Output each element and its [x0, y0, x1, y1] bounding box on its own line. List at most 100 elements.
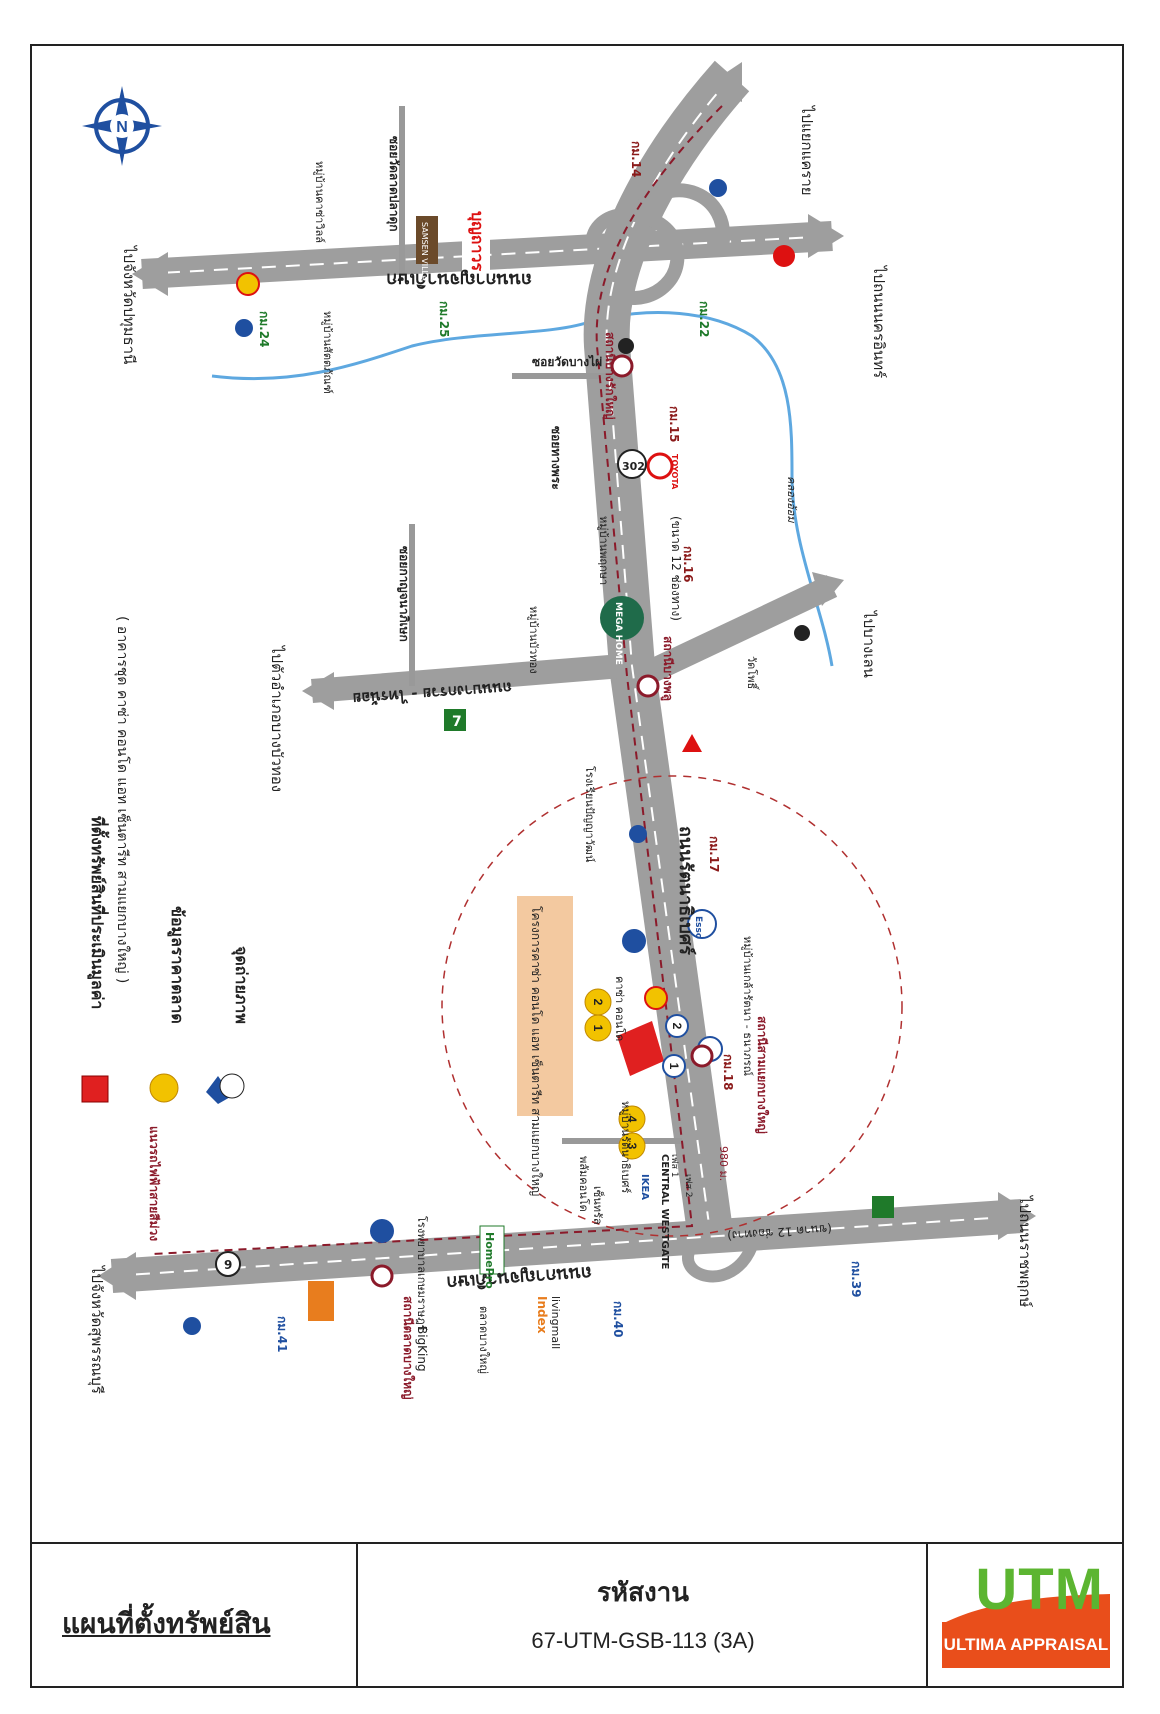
soi-label-3: ซอยวัดบางไผ่ [532, 354, 602, 369]
boonthavorn-logo [462, 206, 490, 276]
brand-ikea: IKEA [639, 1174, 650, 1200]
brand-mega-home: MEGA HOME [613, 602, 623, 665]
road-bangkruai-sainoi [302, 572, 844, 710]
station-label-3: สถานีสามแยกบางใหญ่ [755, 1016, 770, 1134]
brand-boonthavorn: บุญถาวร [467, 211, 487, 271]
direction-khae-rai: ไปแยกแคราย [798, 105, 816, 196]
photo-number: 2 [670, 1023, 684, 1030]
location-map: N [81, 60, 1036, 1399]
seven-eleven-logo-bottom [872, 1196, 894, 1218]
label-school: โรงเรียนปัญญาวัฒน์ [583, 766, 597, 863]
project-box [517, 896, 573, 1116]
km-marker-group: กม.14 กม.15 กม.16 กม.17 กม.18 กม.22 กม.2… [257, 141, 863, 1352]
gas-pump-icon-4 [183, 1317, 201, 1335]
compass-icon: N [82, 86, 162, 166]
photo-point [662, 1054, 686, 1078]
photo-point [665, 1014, 689, 1038]
brand-seven: 7 [452, 714, 462, 730]
legend-property-symbol [81, 1075, 109, 1103]
market-label-plum: พลัมคอนโด [577, 1156, 591, 1212]
metro-station-2 [636, 674, 660, 698]
label-moo-baan-7: หมู่บ้านเกล้ารัตนา - ธนาภรณ์ [741, 936, 754, 1076]
km-marker: กม.18 [721, 1054, 735, 1090]
label-phase1: เฟส 1 [669, 1154, 679, 1178]
logo-tagline: ULTIMA APPRAISAL [942, 1622, 1110, 1668]
road-label-kanchanaphisek-top: ถนนกาญจนาภิเษก [386, 269, 532, 290]
mitsubishi-logo [682, 734, 702, 752]
logo-cell: UTM ULTIMA APPRAISAL [928, 1544, 1122, 1688]
brand-esso: Esso [693, 916, 703, 939]
job-code-label: รหัสงาน [596, 1578, 690, 1608]
photo-number: 1 [667, 1063, 681, 1070]
km-marker: กม.40 [611, 1301, 625, 1337]
km-marker: กม.24 [257, 311, 271, 347]
km-marker: กม.22 [697, 301, 711, 337]
metro-station-1 [610, 354, 634, 378]
label-kasemrad: โรงพยาบาลเกษมราษฎร์ [415, 1216, 429, 1331]
legend-property-label: ที่ตั้งทรัพย์สินที่ประเมินมูลค่า [86, 816, 110, 1009]
map-sheet: N [30, 44, 1124, 1688]
brand-bigking: BigKing [415, 1326, 429, 1372]
direction-ratchaphruek: ไปถนนราชพฤกษ์ [1016, 1195, 1034, 1308]
label-wat: วัดโพธิ์ [745, 656, 760, 691]
km-marker: กม.17 [707, 836, 721, 872]
road-note-ratthanathibet: (ขนาด 12 ช่องทาง) [669, 516, 683, 621]
soi-label-4: ซอยทางพระ [549, 426, 563, 490]
km-marker: กม.39 [849, 1261, 863, 1297]
crossing-marker-2 [794, 625, 810, 641]
market-point [618, 1105, 646, 1133]
market-label-casa: คาซ่า คอนโด [613, 976, 627, 1041]
label-moo-baan-2: หมู่บ้านสัตตภัณฑ์ [321, 311, 334, 394]
legend-property-detail: ( อาคารชุด คาซ่า คอนโด แอท เซ็นตารีท สาม… [114, 616, 132, 983]
brand-homepro: HomePro [483, 1232, 496, 1289]
km-marker: กม.14 [629, 141, 643, 177]
property-marker [617, 1021, 664, 1076]
direction-suphanburi: ไปจังหวัดสุพรรณบุรี [87, 1265, 106, 1394]
route-302-marker [617, 449, 647, 479]
document-title: แผนที่ตั้งทรัพย์สิน [62, 1607, 271, 1640]
market-number: 3 [625, 1143, 639, 1150]
title-block: แผนที่ตั้งทรัพย์สิน รหัสงาน 67-UTM-GSB-1… [32, 1542, 1122, 1688]
samsen-villa-logo [416, 216, 438, 264]
km-marker: กม.15 [667, 406, 681, 442]
project-label: โครงการคาซ่า คอนโด แอท เซ็นตารีท สามแยกบ… [529, 906, 544, 1196]
road-ratthanathibet [583, 60, 750, 1250]
station-label-4: สถานีตลาดบางใหญ่ [401, 1296, 416, 1399]
route-9-marker [215, 1251, 241, 1277]
hospital-icon-2 [622, 929, 646, 953]
logo-brand-text: UTM [975, 1557, 1104, 1622]
radius-circle [441, 775, 903, 1237]
station-label-1: สถานีบางรักใหญ่ [603, 332, 618, 419]
toyota-logo [646, 452, 674, 480]
market-point [618, 1132, 646, 1160]
road-kanchanaphisek-bottom [98, 1192, 1036, 1300]
bigc-logo [308, 1281, 334, 1321]
hospital-icon [370, 1219, 394, 1243]
gas-pump-icon-3 [629, 825, 647, 843]
route-9-label: 9 [224, 1258, 232, 1272]
direction-nonthaburi: ไปถนนนครอินทร์ [870, 265, 888, 378]
job-code-value: 67-UTM-GSB-113 (3A) [531, 1628, 755, 1653]
utm-logo: UTM ULTIMA APPRAISAL [942, 1557, 1110, 1670]
direction-bang-bua-thong: ไปตัวอำเภอบางบัวทอง [268, 645, 286, 792]
brand-central: CENTRAL WESTGATE [659, 1154, 670, 1270]
brand-index: Index [535, 1296, 549, 1334]
label-khlong-om: คลองอ้อม [785, 476, 798, 523]
gas-pump-icon-2 [709, 179, 727, 197]
svg-text:N: N [116, 119, 128, 136]
market-label-centric: เซ็นทรัล [591, 1186, 605, 1225]
legend-market-symbol [149, 1073, 179, 1103]
shell-logo [236, 272, 260, 296]
title-cell: แผนที่ตั้งทรัพย์สิน [32, 1544, 358, 1688]
interchange-top [585, 183, 731, 305]
legend-photo-label: จุดถ่ายภาพ [231, 946, 251, 1024]
logo-hill-icon [942, 1594, 1110, 1624]
label-distance: 980 ม. [717, 1146, 730, 1181]
soi-label-2: ซอยกาญจนาภิเษก [397, 546, 411, 642]
gas-pump-icon [235, 319, 253, 337]
seven-eleven-logo [444, 709, 466, 731]
label-moo-baan-4: หมู่บ้านบัวทอง [527, 606, 540, 674]
market-point-group [584, 988, 646, 1160]
market-number: 4 [625, 1116, 639, 1123]
km-marker: กม.41 [275, 1316, 289, 1352]
